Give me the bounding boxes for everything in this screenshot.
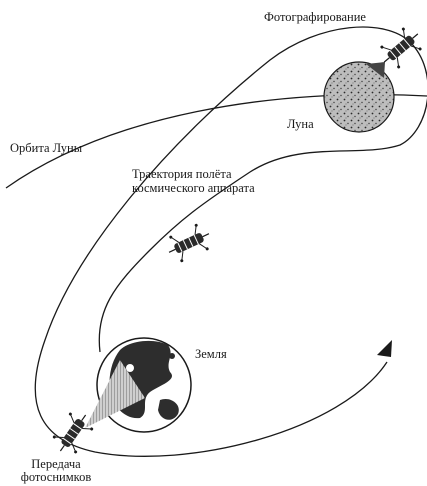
label-trajectory-line2: космического аппарата (132, 181, 255, 195)
spacecraft-icon (163, 221, 215, 266)
label-moon-orbit: Орбита Луны (10, 141, 82, 155)
label-transmission-line1: Передача (24, 457, 88, 471)
direction-arrow (377, 340, 392, 357)
label-earth: Земля (195, 347, 227, 361)
label-moon: Луна (287, 117, 314, 131)
label-photographing: Фотографирование (264, 10, 366, 24)
label-transmission-line2: фотоснимков (6, 470, 106, 484)
label-trajectory-line1: Траектория полёта (132, 167, 232, 181)
